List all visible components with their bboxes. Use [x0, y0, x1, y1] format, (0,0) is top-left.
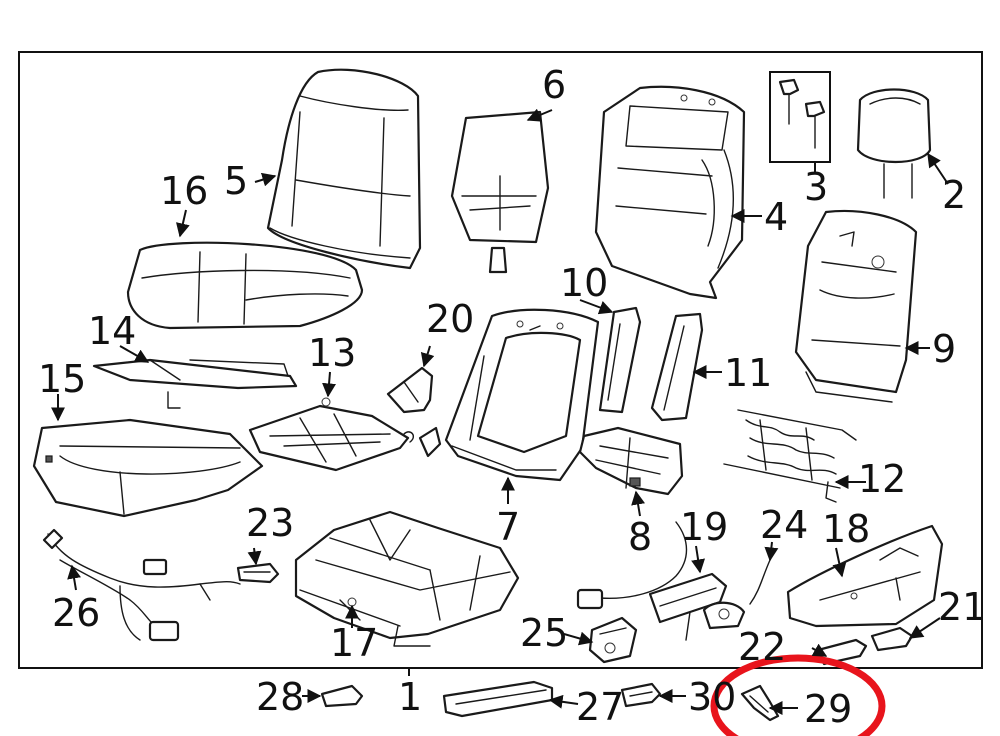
callout-12: 12 — [858, 457, 906, 501]
callout-25: 25 — [520, 611, 568, 655]
callout-16: 16 — [160, 169, 208, 213]
rail-cover-part — [442, 680, 554, 718]
callout-27: 27 — [576, 685, 624, 729]
callout-19: 19 — [680, 505, 728, 549]
callout-8: 8 — [628, 515, 652, 559]
seatback-pad-part — [594, 85, 746, 300]
callout-29: 29 — [804, 687, 852, 731]
highlighted-part-29 — [740, 684, 780, 722]
leader-lines — [51, 108, 949, 715]
callout-17: 17 — [330, 621, 378, 665]
callout-26: 26 — [52, 591, 100, 635]
bracket-part — [386, 366, 442, 458]
highlight-circle — [710, 654, 886, 736]
seat-cushion-cover-part — [126, 241, 364, 330]
suspension-mat-part — [723, 409, 857, 503]
seatback-panel-part — [794, 209, 918, 403]
callout-6: 6 — [542, 63, 566, 107]
side-panel-part — [650, 312, 704, 422]
callout-30: 30 — [688, 675, 736, 719]
callout-22: 22 — [738, 625, 786, 669]
callout-5: 5 — [224, 159, 248, 203]
motor-part — [588, 616, 638, 664]
heater-pad-part — [450, 110, 550, 274]
cushion-heater-mat-part — [92, 358, 298, 409]
callout-14: 14 — [88, 309, 136, 353]
callout-21: 21 — [938, 585, 986, 629]
callout-10: 10 — [560, 261, 608, 305]
control-module-part — [578, 426, 684, 496]
callout-2: 2 — [942, 173, 966, 217]
callout-9: 9 — [932, 327, 956, 371]
bolster-pad-part — [598, 306, 642, 414]
callout-13: 13 — [308, 331, 356, 375]
assembly-frame — [18, 51, 983, 669]
side-shield-part — [786, 524, 944, 628]
callout-7: 7 — [496, 505, 520, 549]
switch-bracket-part — [236, 562, 280, 584]
headrest-guides-part — [769, 71, 831, 172]
cushion-frame-part — [248, 397, 414, 472]
callout-18: 18 — [822, 507, 870, 551]
seatback-frame-part — [444, 308, 600, 482]
switch-harness-part — [576, 521, 728, 641]
switch-part — [870, 626, 914, 652]
seat-cushion-pad-part — [32, 418, 264, 518]
callout-labels: 5 6 16 4 3 2 10 11 9 14 13 20 15 12 7 8 … — [38, 63, 986, 731]
clip-part — [320, 684, 364, 708]
callout-11: 11 — [724, 351, 772, 395]
trim-switch-part — [620, 682, 662, 708]
callout-1: 1 — [398, 675, 422, 719]
callout-24: 24 — [760, 503, 808, 547]
callout-15: 15 — [38, 357, 86, 401]
callout-3: 3 — [804, 165, 828, 209]
headrest-part — [856, 88, 932, 199]
callout-4: 4 — [764, 195, 788, 239]
sensor-part — [702, 559, 771, 630]
callout-20: 20 — [426, 297, 474, 341]
seatback-cover-part — [266, 68, 422, 270]
callout-23: 23 — [246, 501, 294, 545]
callout-28: 28 — [256, 675, 304, 719]
